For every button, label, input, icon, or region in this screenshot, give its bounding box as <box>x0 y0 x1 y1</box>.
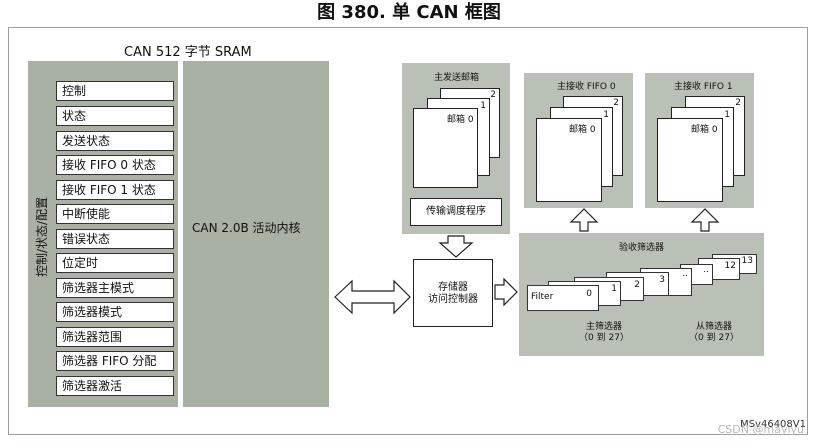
filter-number-0: 0 <box>586 289 592 299</box>
sram-label: CAN 512 字节 SRAM <box>124 45 252 60</box>
tx-mailbox-title: 主发送邮箱 <box>434 73 480 83</box>
master-filter-range: （0 到 27） <box>579 333 629 343</box>
rx-fifo0-title: 主接收 FIFO 0 <box>557 82 616 92</box>
tx-mailbox-0: 邮箱 0 <box>413 108 478 188</box>
figure-title: 图 380. 单 CAN 框图 <box>317 2 501 23</box>
register-filter-mode: 筛选器模式 <box>56 302 174 322</box>
register-filter-master-mode: 筛选器主模式 <box>56 278 174 298</box>
can-core-label: CAN 2.0B 活动内核 <box>192 221 301 235</box>
register-control: 控制 <box>56 81 174 101</box>
register-interrupt-enable: 中断使能 <box>56 204 174 224</box>
filter-number-3: 3 <box>659 275 665 285</box>
filter-number-12: 12 <box>724 261 736 271</box>
filter-number-13: 13 <box>741 256 753 266</box>
rx-fifo0-mailbox-0: 邮箱 0 <box>536 118 602 202</box>
filter-number-dots-2: .. <box>703 265 709 275</box>
tx-mailbox-number-2: 2 <box>490 90 496 100</box>
bidirectional-bus-arrow <box>334 279 411 315</box>
tx-mailbox-number-1: 1 <box>480 101 486 111</box>
filter-to-fifo0-arrow <box>569 208 599 232</box>
memory-access-controller: 存储器 访问控制器 <box>413 259 493 327</box>
watermark: CSDN @mayiyu <box>717 423 804 436</box>
rx-fifo1-title: 主接收 FIFO 1 <box>674 82 733 92</box>
rx-fifo0-mailbox-label: 邮箱 0 <box>569 125 596 135</box>
can-core-panel <box>183 61 329 407</box>
filter-number-dots-1: .. <box>682 269 688 279</box>
filter-first-label: Filter <box>531 292 554 302</box>
master-filter-label: 主筛选器 <box>585 322 622 332</box>
rx-fifo1-mailbox-0: 邮箱 0 <box>657 118 723 202</box>
register-rx-fifo0-status: 接收 FIFO 0 状态 <box>56 155 174 175</box>
filter-number-1: 1 <box>611 284 617 294</box>
register-status: 状态 <box>56 106 174 126</box>
register-error-status: 错误状态 <box>56 229 174 249</box>
filter-0: Filter 0 <box>527 285 599 311</box>
scheduler-to-controller-arrow <box>438 235 474 258</box>
filter-number-2: 2 <box>634 280 640 290</box>
register-rx-fifo1-status: 接收 FIFO 1 状态 <box>56 180 174 200</box>
register-filter-fifo-assignment: 筛选器 FIFO 分配 <box>56 351 174 371</box>
rx-fifo0-number-2: 2 <box>613 98 619 108</box>
controller-line-2: 访问控制器 <box>428 294 478 305</box>
filter-to-fifo1-arrow <box>690 208 720 232</box>
figure-code: MSv46408V1 <box>740 419 806 430</box>
rx-fifo1-number-2: 2 <box>735 98 741 108</box>
rx-fifo1-mailbox-label: 邮箱 0 <box>691 125 718 135</box>
rx-fifo0-number-1: 1 <box>603 110 609 120</box>
slave-filter-label: 从筛选器 <box>695 322 732 332</box>
controller-line-1: 存储器 <box>438 282 468 293</box>
controller-to-filter-arrow <box>494 277 518 307</box>
register-tx-status: 发送状态 <box>56 131 174 151</box>
register-bit-timing: 位定时 <box>56 253 174 273</box>
tx-scheduler-box: 传输调度程序 <box>410 198 502 226</box>
slave-filter-range: （0 到 27） <box>689 333 739 343</box>
rx-fifo1-number-1: 1 <box>724 110 730 120</box>
tx-mailbox-label: 邮箱 0 <box>447 115 474 125</box>
register-filter-activation: 筛选器激活 <box>56 376 174 396</box>
acceptance-filter-title: 验收筛选器 <box>619 243 665 253</box>
register-filter-scale: 筛选器范围 <box>56 327 174 347</box>
